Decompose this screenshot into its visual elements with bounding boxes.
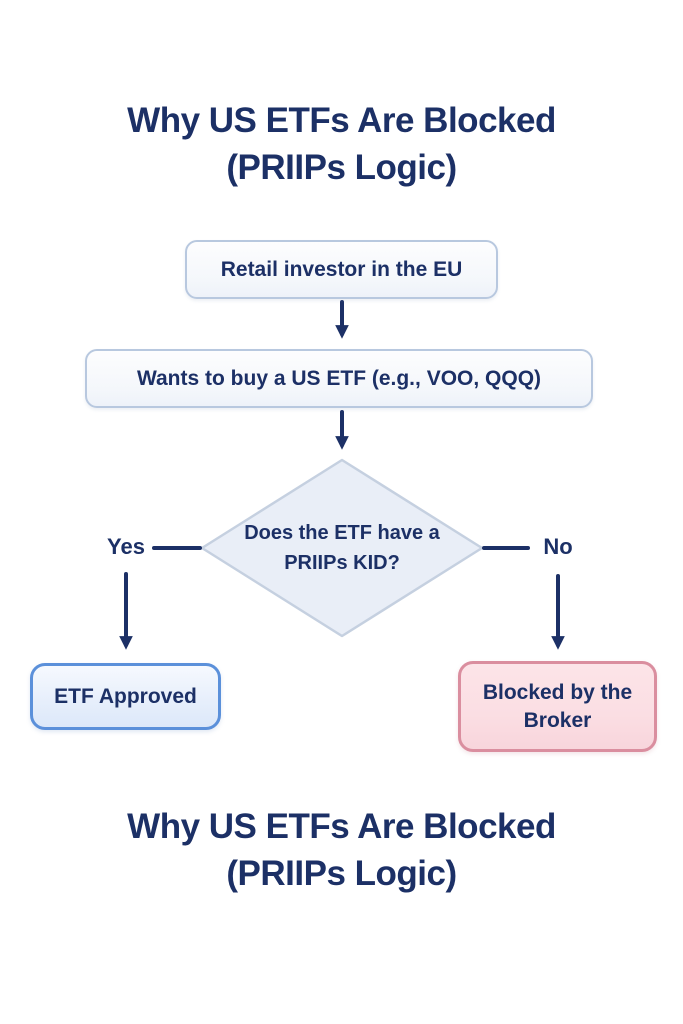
node-buy-us-etf: Wants to buy a US ETF (e.g., VOO, QQQ): [85, 349, 593, 408]
title-bottom: Why US ETFs Are Blocked (PRIIPs Logic): [0, 803, 683, 897]
node-etf-approved-label: ETF Approved: [54, 684, 197, 708]
node-blocked-by-broker-label: Blocked by the Broker: [482, 680, 633, 732]
node-blocked-by-broker: Blocked by the Broker: [458, 661, 657, 752]
node-buy-us-etf-label: Wants to buy a US ETF (e.g., VOO, QQQ): [136, 366, 542, 390]
branch-label-yes: Yes: [107, 534, 145, 559]
decision-priips-kid-label: Does the ETF have a PRIIPs KID?: [244, 522, 440, 574]
title-top-line1: Why US ETFs Are Blocked: [127, 101, 556, 140]
title-top: Why US ETFs Are Blocked (PRIIPs Logic): [0, 97, 683, 191]
branch-label-no: No: [543, 534, 573, 559]
node-retail-investor-label: Retail investor in the EU: [220, 257, 463, 281]
node-etf-approved: ETF Approved: [30, 663, 221, 730]
title-top-line2: (PRIIPs Logic): [226, 148, 457, 187]
title-bottom-line1: Why US ETFs Are Blocked: [127, 807, 556, 846]
node-retail-investor: Retail investor in the EU: [185, 240, 498, 299]
title-bottom-line2: (PRIIPs Logic): [226, 854, 457, 893]
